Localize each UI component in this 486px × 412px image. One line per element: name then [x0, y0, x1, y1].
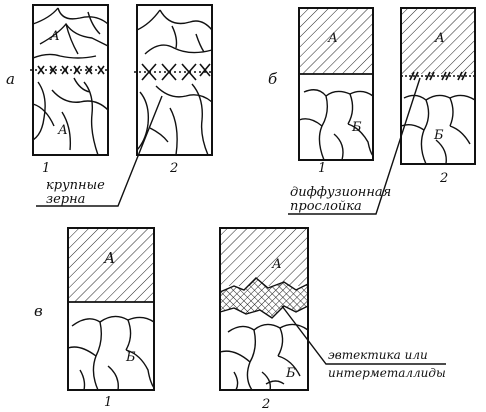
specimen-b1-label-top: А [327, 31, 338, 46]
specimen-a1-weld-marks [30, 65, 110, 75]
callout-a-line1: крупные [46, 178, 105, 193]
specimen-b1-zone-a [299, 8, 373, 74]
specimen-a2-grains [136, 9, 213, 156]
specimen-b2: А Б 2 [400, 7, 476, 186]
specimen-v1-zone-a [68, 228, 154, 302]
specimen-b1: А Б 1 [298, 7, 374, 176]
specimen-v2-label-bottom: Б [285, 366, 296, 381]
specimen-b1-number: 1 [318, 161, 326, 176]
panel-v-letter: в [34, 302, 43, 320]
callout-a-line2: зерна [46, 192, 85, 207]
specimen-b2-label-bottom: Б [433, 128, 444, 143]
specimen-b1-outline [298, 7, 374, 161]
specimen-b2-outline [400, 7, 476, 165]
panel-a: а А А [6, 4, 214, 207]
specimen-b1-label-bottom: Б [351, 120, 362, 135]
specimen-b2-zone-a [401, 8, 475, 74]
callout-v-line2: интерметаллиды [328, 366, 446, 380]
specimen-v1-outline [67, 227, 155, 391]
specimen-v1-label-top: А [103, 249, 115, 267]
specimen-a1-label-bottom: А [57, 123, 68, 138]
specimen-b2-number: 2 [439, 171, 448, 186]
specimen-v1: А Б 1 [67, 227, 155, 410]
specimen-a1-label-top: А [49, 29, 60, 44]
callout-b-leader [288, 77, 421, 215]
specimen-v2-outline [219, 227, 309, 391]
specimen-v2-grains [219, 323, 309, 391]
callout-v-leader [281, 305, 446, 365]
specimen-v1-grains [67, 315, 155, 391]
panel-b: б А Б 1 [268, 7, 476, 215]
callout-b: диффузионная прослойка [288, 77, 421, 215]
specimen-b2-grains [400, 94, 476, 165]
callout-b-line2: прослойка [290, 199, 362, 214]
specimen-v2-zone-a [220, 228, 308, 286]
specimen-v1-label-bottom: Б [125, 350, 136, 365]
panel-v: в А Б 1 [34, 227, 446, 412]
specimen-a1: А А 1 [30, 4, 110, 176]
callout-b-line1: диффузионная [290, 185, 391, 200]
specimen-a2-outline [136, 4, 213, 156]
panel-b-letter: б [268, 70, 278, 88]
specimen-a1-number: 1 [42, 161, 50, 176]
callout-v-line1: эвтектика или [328, 348, 428, 362]
specimen-v2-number: 2 [261, 397, 270, 412]
specimen-b1-grains [298, 89, 374, 161]
specimen-b2-label-top: А [434, 31, 445, 46]
panel-a-letter: а [6, 70, 15, 88]
specimen-a2-number: 2 [169, 161, 178, 176]
specimen-v2-label-top: А [271, 257, 282, 272]
specimen-a2: 2 [134, 4, 214, 176]
specimen-v2: А Б 2 [219, 227, 309, 412]
specimen-a1-outline [32, 4, 109, 156]
specimen-a1-grains [32, 7, 109, 156]
specimen-b2-diffusion-layer [401, 71, 475, 81]
callout-v: эвтектика или интерметаллиды [281, 305, 446, 380]
specimen-v1-number: 1 [104, 395, 112, 410]
specimen-a2-weld-marks [134, 63, 214, 81]
callout-a: крупные зерна [36, 95, 163, 207]
callout-a-leader [36, 95, 163, 207]
